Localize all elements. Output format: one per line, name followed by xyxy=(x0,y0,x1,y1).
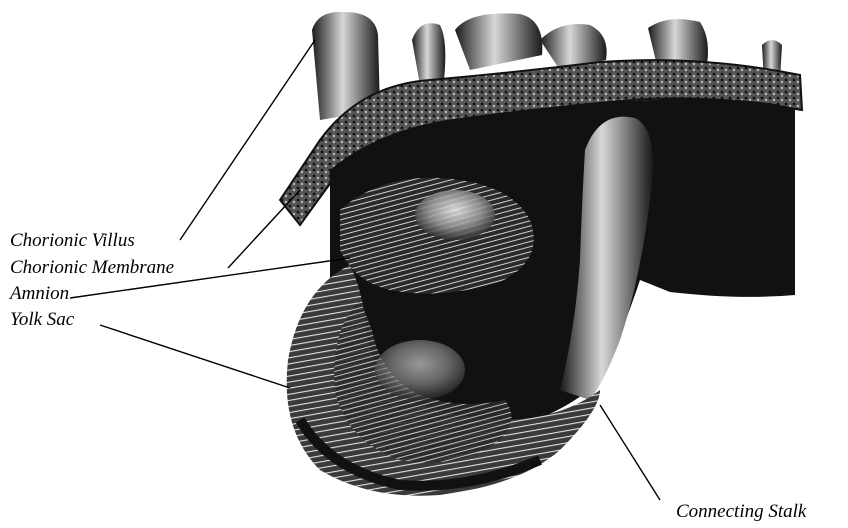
amnion-shape xyxy=(340,178,534,294)
leader-connecting-stalk xyxy=(600,405,660,500)
yolk-sac-label: Yolk Sac xyxy=(10,310,74,330)
chorionic-membrane-label: Chorionic Membrane xyxy=(10,258,174,278)
leader-yolk-sac xyxy=(100,325,290,388)
leader-chorionic-membrane xyxy=(228,190,300,268)
chorionic-villus-label: Chorionic Villus xyxy=(10,231,135,251)
amnion-label: Amnion xyxy=(10,284,69,304)
connecting-stalk-label: Connecting Stalk xyxy=(676,502,806,522)
